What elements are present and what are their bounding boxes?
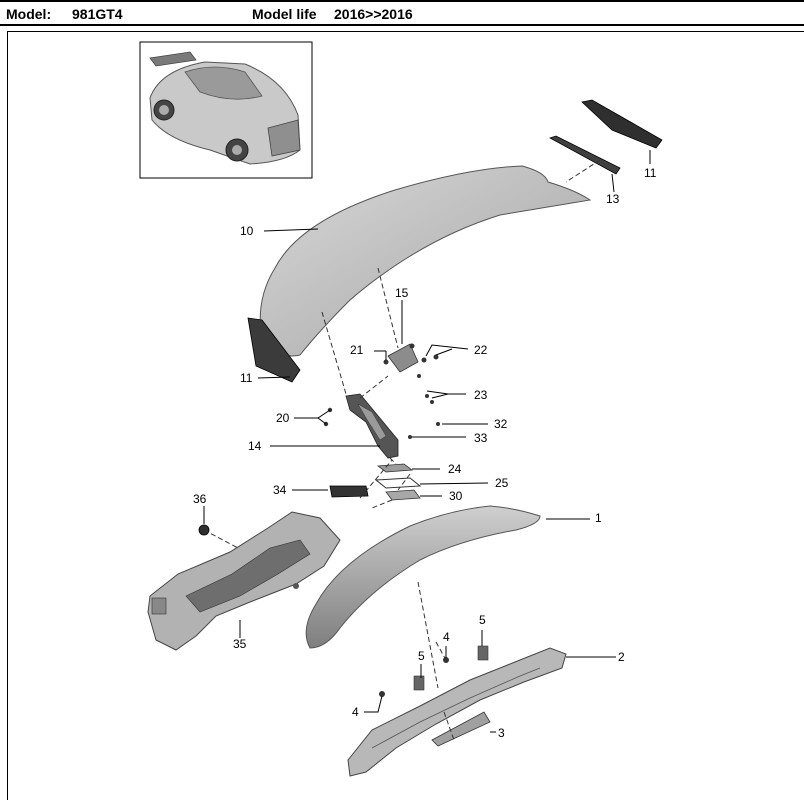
part-30-cover-plate — [385, 489, 421, 501]
part-11-endplate-right — [581, 99, 663, 149]
part-15-wing-bracket — [383, 343, 439, 404]
part-1-rear-lid — [305, 505, 541, 649]
vehicle-thumbnail — [139, 41, 313, 179]
callout-14: 14 — [248, 439, 262, 453]
callout-30: 30 — [449, 489, 463, 503]
callout-13: 13 — [606, 192, 620, 206]
model-label: Model: — [6, 6, 52, 22]
callout-4b: 4 — [352, 705, 359, 719]
callout-22: 22 — [474, 343, 488, 357]
callout-35: 35 — [233, 637, 247, 651]
part-2-reinforcement-bar — [347, 645, 567, 777]
part-34-trim-piece — [329, 485, 369, 498]
callout-11b: 11 — [240, 371, 253, 385]
model-life-label: Model life — [252, 6, 317, 22]
callout-5a: 5 — [479, 613, 486, 627]
callout-11a: 11 — [644, 166, 657, 180]
assembly-guide-lines — [203, 159, 601, 741]
part-10-rear-wing — [247, 165, 592, 383]
callout-23: 23 — [474, 388, 488, 402]
callout-2: 2 — [618, 650, 625, 664]
callout-20: 20 — [276, 411, 290, 425]
model-value: 981GT4 — [72, 6, 123, 22]
header-bar: Model: 981GT4 Model life 2016>>2016 — [0, 0, 804, 26]
callout-leader-lines — [203, 150, 651, 733]
callout-4a: 4 — [443, 630, 450, 644]
callout-25: 25 — [495, 476, 509, 490]
part-35-mounting-frame — [147, 511, 341, 651]
callout-3: 3 — [498, 726, 505, 740]
callout-34: 34 — [273, 483, 287, 497]
model-life-value: 2016>>2016 — [334, 6, 413, 22]
callout-24: 24 — [448, 462, 462, 476]
callout-36: 36 — [193, 492, 207, 506]
callout-15: 15 — [395, 286, 409, 300]
diagram-frame — [7, 31, 804, 800]
callout-5b: 5 — [418, 649, 425, 663]
callout-10: 10 — [240, 224, 254, 238]
callout-33: 33 — [474, 431, 488, 445]
callout-32: 32 — [494, 417, 508, 431]
callout-1: 1 — [595, 511, 602, 525]
part-25-seal-ring — [374, 477, 422, 489]
part-3-label-pad — [431, 711, 491, 747]
part-14-support-strut — [323, 393, 440, 459]
callout-labels: 1 2 3 4 4 5 5 10 11 11 13 14 15 20 21 22… — [193, 166, 657, 740]
part-13-seal-strip — [549, 135, 621, 175]
callout-21: 21 — [350, 343, 364, 357]
